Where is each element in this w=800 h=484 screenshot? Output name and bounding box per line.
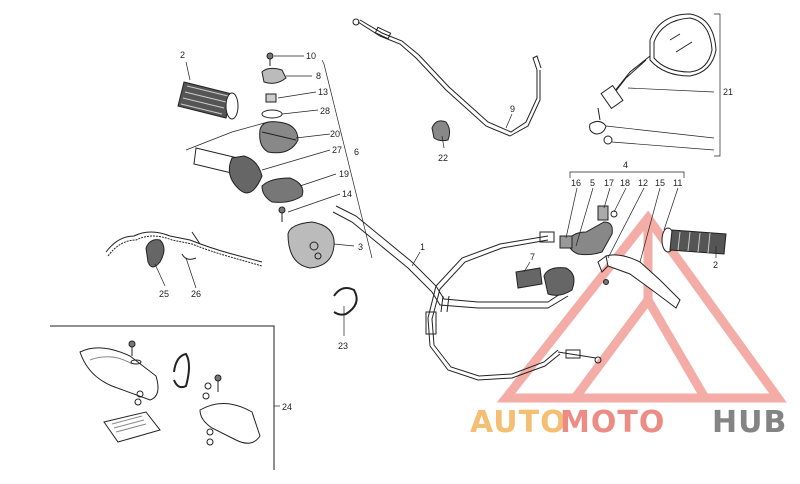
leader-lines [154, 13, 721, 407]
label-14: 14 [342, 189, 352, 199]
clutch-cable [425, 231, 602, 381]
watermark-part-auto: AUTO [470, 405, 567, 440]
wiring-harness [105, 231, 263, 268]
label-7: 7 [530, 252, 535, 262]
label-19: 19 [339, 169, 349, 179]
handguard-kit [50, 325, 275, 470]
watermark-part-hub: HUB [712, 405, 787, 440]
label-26: 26 [191, 289, 201, 299]
label-18: 18 [620, 178, 630, 188]
label-3: 3 [358, 242, 363, 252]
label-10: 10 [306, 51, 316, 61]
label-22: 22 [438, 153, 448, 163]
label-28: 28 [320, 106, 330, 116]
label-20: 20 [330, 129, 340, 139]
label-15: 15 [655, 178, 665, 188]
label-11: 11 [673, 178, 682, 188]
watermark-text: AUTO MOTO HUB [470, 405, 787, 440]
label-6: 6 [354, 147, 359, 157]
label-16: 16 [571, 178, 581, 188]
throttle-cable [352, 18, 542, 137]
callout-labels: 1 2 2 3 4 5 6 7 8 9 10 11 12 13 14 15 16… [159, 50, 733, 412]
label-12: 12 [638, 178, 648, 188]
mirror [589, 13, 717, 145]
right-grip [661, 227, 727, 255]
right-controls [515, 205, 681, 309]
label-27: 27 [332, 145, 342, 155]
watermark-part-moto: MOTO [560, 405, 665, 440]
clip [333, 287, 358, 316]
label-5: 5 [590, 178, 595, 188]
left-grip [177, 81, 239, 120]
label-24: 24 [282, 402, 292, 412]
left-controls [193, 52, 335, 269]
handlebar [332, 205, 569, 313]
small-clamp [431, 120, 451, 142]
label-17: 17 [604, 178, 614, 188]
label-9: 9 [510, 104, 515, 114]
label-4: 4 [623, 160, 628, 170]
label-1: 1 [420, 242, 425, 252]
label-2-right: 2 [713, 260, 718, 270]
label-13: 13 [318, 87, 328, 97]
label-2-left: 2 [180, 50, 185, 60]
label-8: 8 [316, 71, 321, 81]
label-23: 23 [338, 341, 348, 351]
label-25: 25 [159, 289, 169, 299]
label-21: 21 [723, 87, 733, 97]
